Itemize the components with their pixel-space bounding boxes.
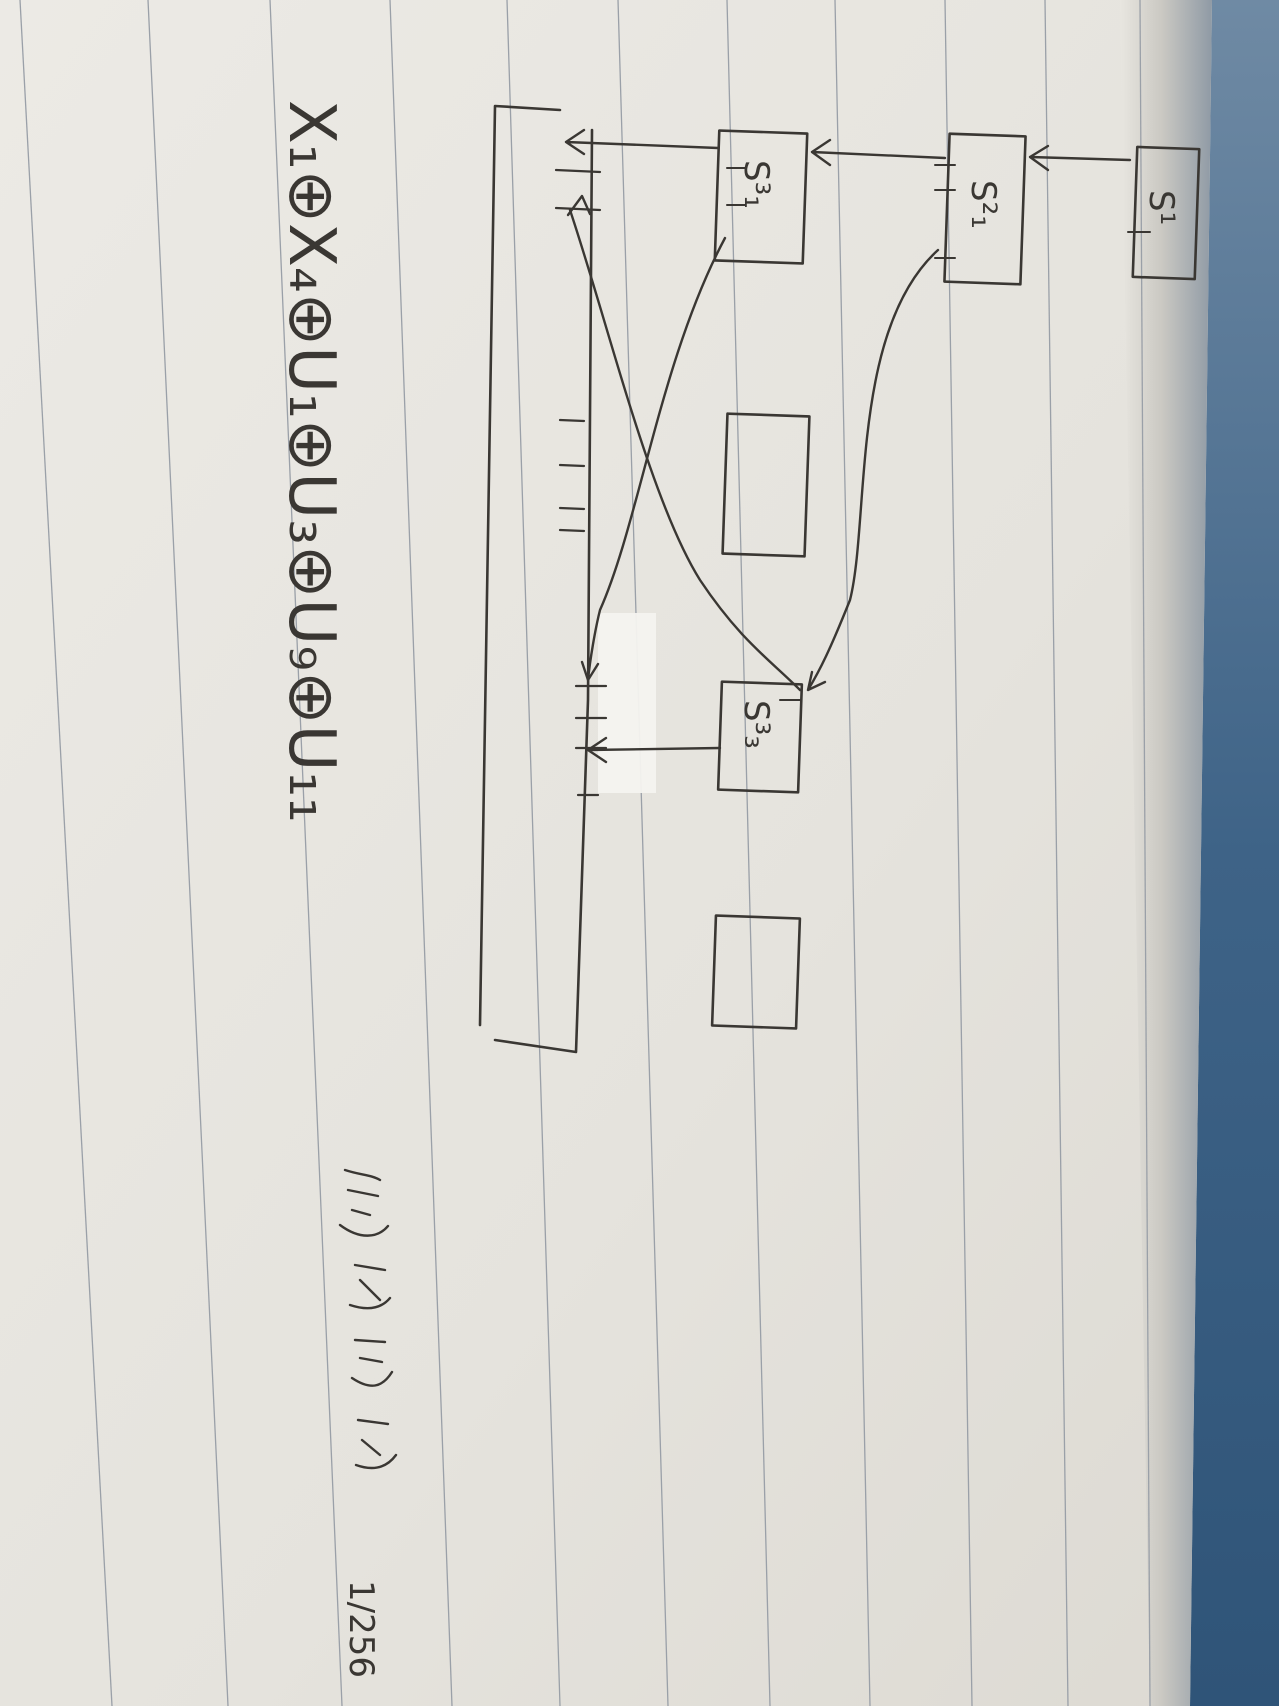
box-s1	[1131, 145, 1201, 281]
label-s2: S²₁	[963, 180, 1003, 229]
arrow-s3b-to-frame	[586, 736, 722, 764]
rule-lines	[19, 0, 1151, 1706]
empty-box-middle	[721, 412, 811, 558]
curve-a	[806, 248, 940, 692]
arrow-s1-to-s2	[1028, 144, 1132, 172]
box-s3-top	[713, 129, 809, 265]
tape-patch	[598, 613, 656, 793]
label-s3-top: S³₁	[736, 160, 776, 209]
side-notes: 1/256	[341, 1580, 381, 1678]
hand-drawn-diagram	[478, 104, 1201, 1054]
notebook-paper	[0, 0, 1212, 1706]
arrow-s2-to-s3	[810, 138, 947, 167]
curve-d	[566, 194, 592, 217]
empty-box-bottom	[710, 914, 802, 1030]
formula-text: X₁⊕X₄⊕U₁⊕U₃⊕U₉⊕U₁₁	[274, 100, 348, 823]
box-s2	[943, 132, 1027, 286]
box-s3-bottom	[716, 680, 804, 794]
note-bottom: 1/256	[341, 1580, 381, 1678]
curve-b	[580, 236, 727, 682]
box-labels: S¹ S²₁ S³₁ S³₃	[736, 160, 1181, 749]
handwriting-scribbles	[338, 1168, 398, 1470]
label-s1: S¹	[1141, 190, 1181, 225]
label-s3-bottom: S³₃	[736, 700, 776, 749]
arrow-s3-to-frame	[564, 128, 720, 156]
long-frame	[478, 104, 594, 1054]
curve-c	[568, 208, 802, 692]
